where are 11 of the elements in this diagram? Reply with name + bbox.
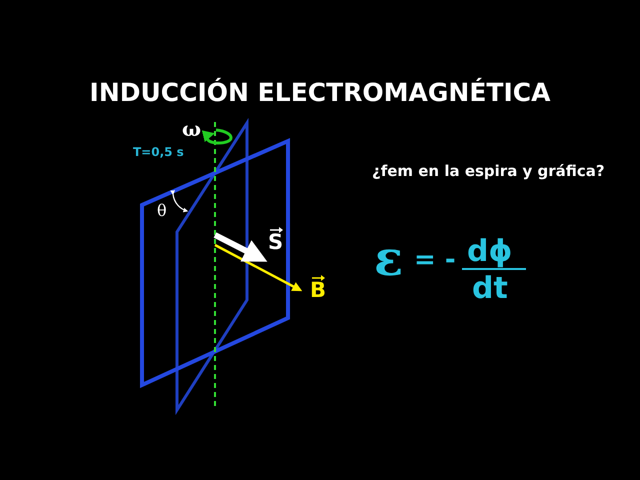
period-label: T=0,5 s xyxy=(133,146,184,158)
title: INDUCCIÓN ELECTROMAGNÉTICA xyxy=(88,80,552,105)
vector-label: B xyxy=(310,280,326,301)
numerator: dϕ xyxy=(467,237,512,267)
question-text: ¿fem en la espira y gráfica? xyxy=(372,164,605,179)
emf-symbol: ε xyxy=(374,235,404,283)
theta-symbol: θ xyxy=(157,203,167,219)
denominator: dt xyxy=(472,274,508,304)
vector-label: S xyxy=(268,232,284,253)
omega-symbol: ω xyxy=(182,119,202,139)
equals-minus: = - xyxy=(414,247,456,273)
